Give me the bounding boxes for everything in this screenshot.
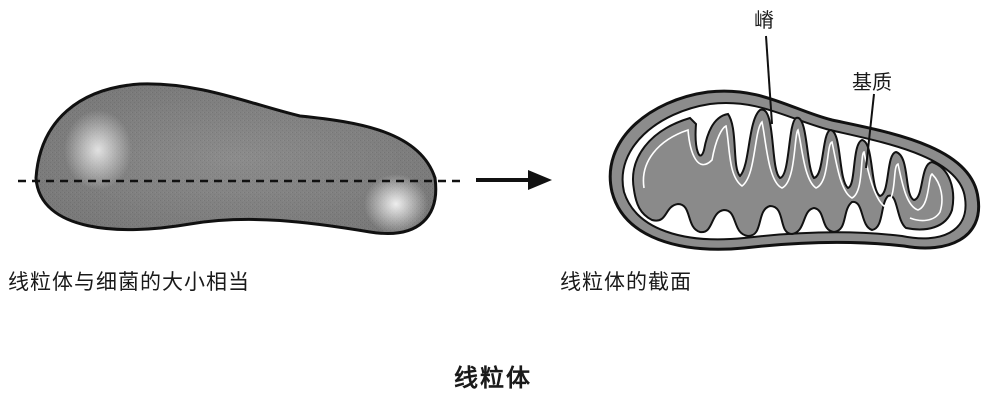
matrix-label: 基质: [852, 66, 892, 95]
caption-right: 线粒体的截面: [560, 266, 692, 296]
highlight-left: [64, 110, 132, 190]
mitochondrion-whole: [30, 80, 440, 240]
figure-title: 线粒体: [0, 358, 986, 393]
caption-left: 线粒体与细菌的大小相当: [8, 266, 250, 296]
mitochondrion-cross-section: [610, 91, 978, 249]
crista-label: 嵴: [754, 4, 774, 33]
right-arrow-icon: [476, 170, 552, 190]
